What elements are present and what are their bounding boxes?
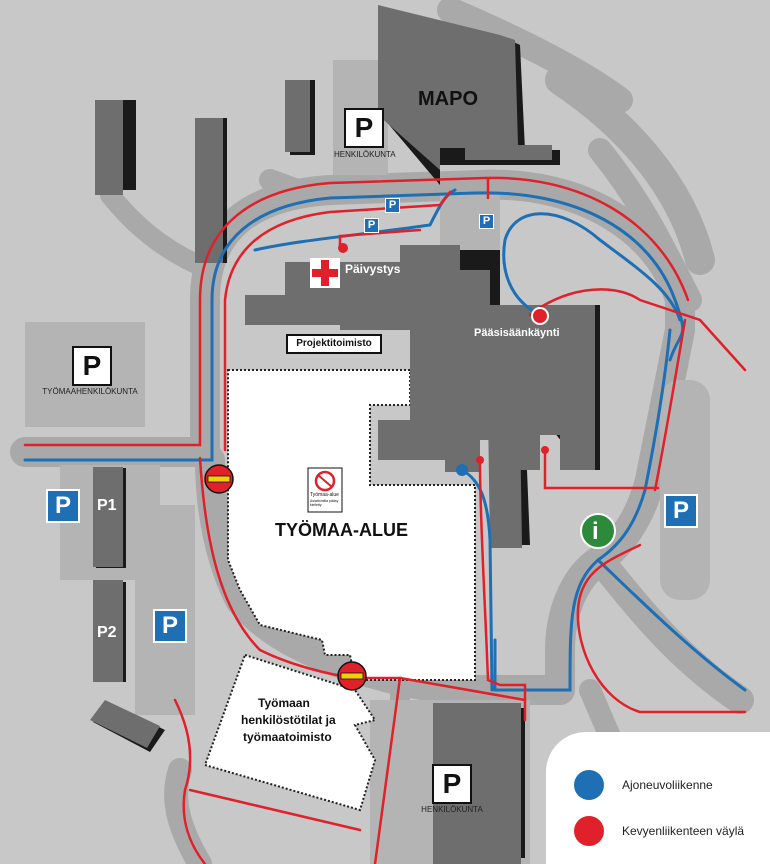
marker-emergency — [338, 243, 348, 253]
worksite-facilities-line-3: työmaatoimisto — [243, 730, 332, 744]
building-hospital-main — [245, 245, 595, 472]
building-p1 — [93, 467, 123, 567]
pedestrian-routes — [23, 176, 747, 864]
worksite-warning-sign — [307, 467, 343, 513]
parking-sign-staff-north: P — [344, 108, 384, 148]
parking-label-p2: P2 — [97, 624, 117, 641]
building-label-mapo: MAPO — [418, 88, 478, 110]
ped-route-east — [543, 318, 687, 492]
parking-label-p1: P1 — [97, 497, 117, 514]
marker-main-entrance — [531, 307, 549, 325]
legend-pedestrian-label: Kevyenliikenteen väylä — [622, 824, 745, 838]
marker-ped-2 — [541, 446, 549, 454]
parking-label-staff-south: HENKILÖKUNTA — [421, 805, 483, 814]
red-cross-icon — [310, 258, 340, 288]
vehicle-route-east-lane — [596, 558, 747, 692]
parking-sign-blue-east: P — [664, 494, 698, 528]
worksite-facilities-line-2: henkilöstötilat ja — [241, 713, 336, 727]
parking-label-staff-north: HENKILÖKUNTA — [334, 150, 396, 159]
road-top-right-2 — [437, 0, 633, 113]
vehicle-route-entrance — [502, 212, 682, 322]
vehicle-route-east — [493, 328, 672, 692]
marker-vehicle-drop — [456, 464, 468, 476]
parking-sign-small-2: P — [364, 218, 379, 233]
road-west-branch — [100, 185, 220, 280]
parking-sign-staff-south: P — [432, 764, 472, 804]
buildings — [90, 5, 595, 864]
worksite-title: TYÖMAA-ALUE — [275, 520, 408, 540]
worksite-facilities-line-1: Työmaan — [258, 696, 310, 710]
road-top-right — [545, 65, 715, 275]
marker-ped-1 — [476, 456, 484, 464]
worksite-sign-subtitle: Asiattomilta pääsy kielletty — [310, 499, 339, 507]
building-west-2 — [195, 118, 223, 263]
ped-route-bottom-left — [173, 698, 362, 864]
worksite-area — [203, 369, 476, 812]
ped-route-inner-south — [478, 460, 527, 722]
ped-route-inner — [223, 203, 442, 452]
parking-sign-small-3: P — [479, 214, 494, 229]
vehicle-route-inner — [460, 468, 494, 692]
worksite-facilities — [203, 653, 377, 812]
building-label-emergency: Päivystys — [345, 262, 401, 276]
road-east-lane — [586, 546, 754, 714]
ped-route-west — [23, 176, 690, 447]
parking-sign-blue-p2: P — [153, 609, 187, 643]
building-p2 — [93, 580, 123, 682]
ped-route-bottom — [198, 456, 402, 864]
ped-route-south-east — [576, 543, 747, 714]
road-north-branch — [259, 169, 341, 206]
info-icon-glyph: i — [592, 518, 599, 545]
road-lower-left — [164, 758, 212, 864]
parking-sign-blue-p1: P — [46, 489, 80, 523]
legend-pedestrian-swatch — [574, 816, 604, 846]
ped-route-ramp — [398, 676, 527, 702]
worksite-sign-title: Työmaa-alue — [310, 492, 339, 498]
building-small-sw — [90, 700, 160, 748]
map-legend: Ajoneuvoliikenne Kevyenliikenteen väylä — [546, 732, 770, 864]
building-label-project-office: Projektitoimisto — [286, 334, 382, 354]
info-icon — [580, 513, 616, 549]
building-north-small — [285, 80, 310, 152]
ped-route-main — [528, 288, 747, 372]
building-label-main-entrance: Pääsisäänkäynti — [474, 327, 560, 339]
no-entry-sign-south — [337, 661, 367, 691]
parking-sign-worksite-staff: P — [72, 346, 112, 386]
building-wing-east — [488, 412, 522, 548]
legend-vehicle-label: Ajoneuvoliikenne — [622, 778, 713, 792]
building-west-1 — [95, 100, 123, 195]
vehicle-route-west — [23, 191, 685, 462]
parking-sign-small-1: P — [385, 198, 400, 213]
parking-label-worksite-staff: TYÖMAAHENKILÖKUNTA — [42, 387, 138, 396]
route-markers — [338, 243, 549, 476]
parking-area-east — [660, 380, 710, 600]
building-mapo — [378, 5, 552, 170]
legend-vehicle-swatch — [574, 770, 604, 800]
no-entry-sign-west — [204, 464, 234, 494]
